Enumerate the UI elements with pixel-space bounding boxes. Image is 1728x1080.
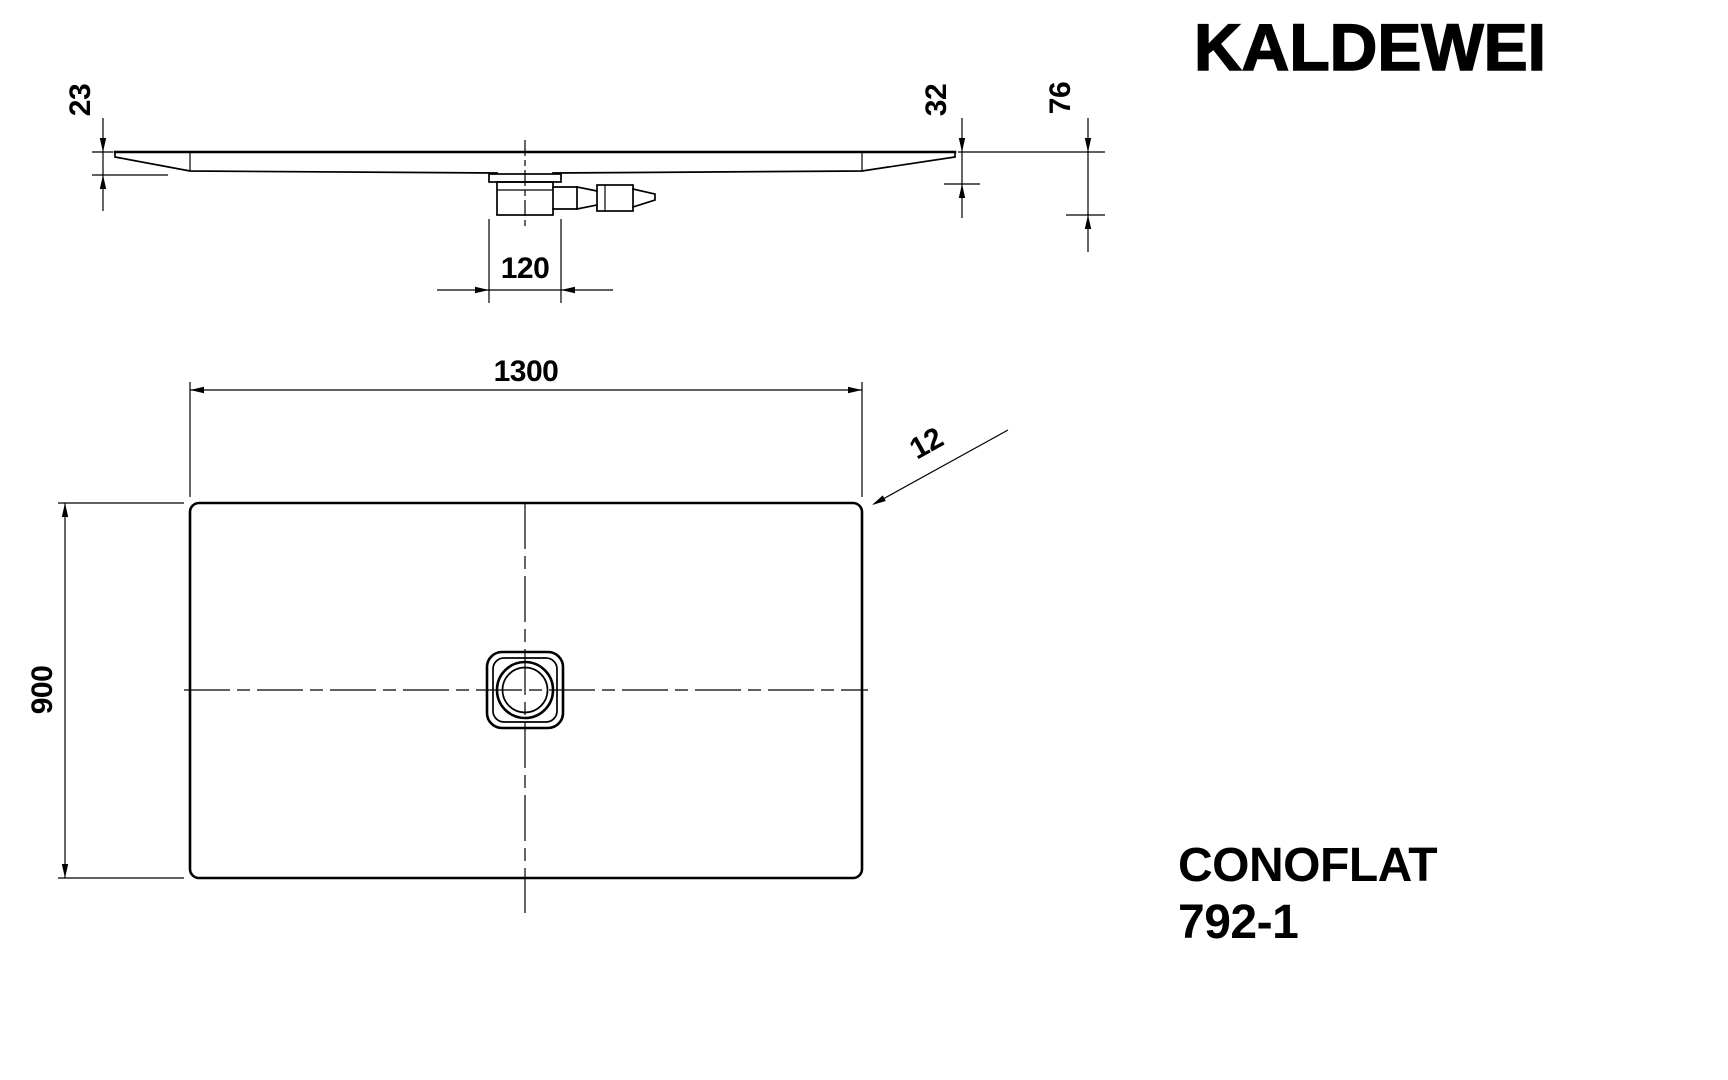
product-block: CONOFLAT 792-1 bbox=[1178, 839, 1438, 950]
dim-width: 900 bbox=[26, 502, 184, 879]
drain-cover-inner bbox=[492, 657, 558, 723]
drain-circle-outer bbox=[495, 660, 555, 720]
drain-outlet-neck bbox=[552, 186, 578, 210]
drain-cover-outer bbox=[485, 650, 565, 730]
dim-drain-width: 120 bbox=[437, 219, 613, 303]
dim-corner-radius-label: 12 bbox=[904, 421, 948, 466]
dim-rim-arrow-bottom bbox=[99, 175, 107, 189]
dim-total-arrow-bottom bbox=[1084, 215, 1092, 229]
drain-circle-inner bbox=[501, 666, 549, 714]
dim-length: 1300 bbox=[189, 355, 863, 497]
dim-total-height: 76 bbox=[1044, 82, 1105, 252]
corner-radius-arrow bbox=[872, 495, 886, 505]
dim-width-label: 900 bbox=[26, 666, 59, 715]
drain-fitting-section bbox=[488, 173, 656, 216]
dim-tray-arrow-bottom bbox=[958, 184, 966, 198]
tray-outline-plan bbox=[188, 501, 864, 880]
drain-outlet-taper bbox=[575, 185, 599, 211]
dim-tray-arrow-top bbox=[958, 138, 966, 152]
dim-width-arrow-top bbox=[61, 503, 69, 517]
drain-outlet-socket bbox=[596, 184, 634, 212]
dim-rim-height: 23 bbox=[64, 84, 168, 211]
dim-corner-radius: 12 bbox=[872, 421, 1009, 505]
dim-width-arrow-bottom bbox=[61, 864, 69, 878]
tray-underside-right bbox=[552, 151, 956, 174]
drain-outlet-cone bbox=[631, 187, 656, 209]
drain-plan bbox=[485, 650, 565, 730]
dim-total-arrow-top bbox=[1084, 138, 1092, 152]
section-view: 23 32 76 bbox=[64, 82, 1105, 303]
product-model: 792-1 bbox=[1178, 895, 1299, 949]
dim-rim-height-label: 23 bbox=[64, 84, 97, 116]
dim-length-arrow-right bbox=[848, 386, 862, 394]
tray-profile bbox=[113, 150, 957, 174]
product-name: CONOFLAT bbox=[1178, 839, 1438, 892]
dim-length-arrow-left bbox=[190, 386, 204, 394]
dim-drain-arrow-right bbox=[561, 286, 575, 294]
dim-drain-arrow-left bbox=[475, 286, 489, 294]
plan-view: 1300 900 12 bbox=[26, 355, 1009, 913]
corner-radius-leader bbox=[873, 429, 1009, 505]
dim-length-label: 1300 bbox=[494, 355, 559, 388]
dim-tray-height-label: 32 bbox=[920, 84, 953, 116]
brand-logo: KALDEWEI bbox=[1193, 10, 1546, 84]
dim-tray-height: 32 bbox=[920, 84, 1105, 218]
tray-underside-left bbox=[114, 151, 498, 174]
dim-total-height-label: 76 bbox=[1044, 82, 1077, 114]
drain-body bbox=[496, 181, 554, 216]
dim-rim-arrow-top bbox=[99, 138, 107, 152]
dim-drain-width-label: 120 bbox=[501, 252, 550, 285]
